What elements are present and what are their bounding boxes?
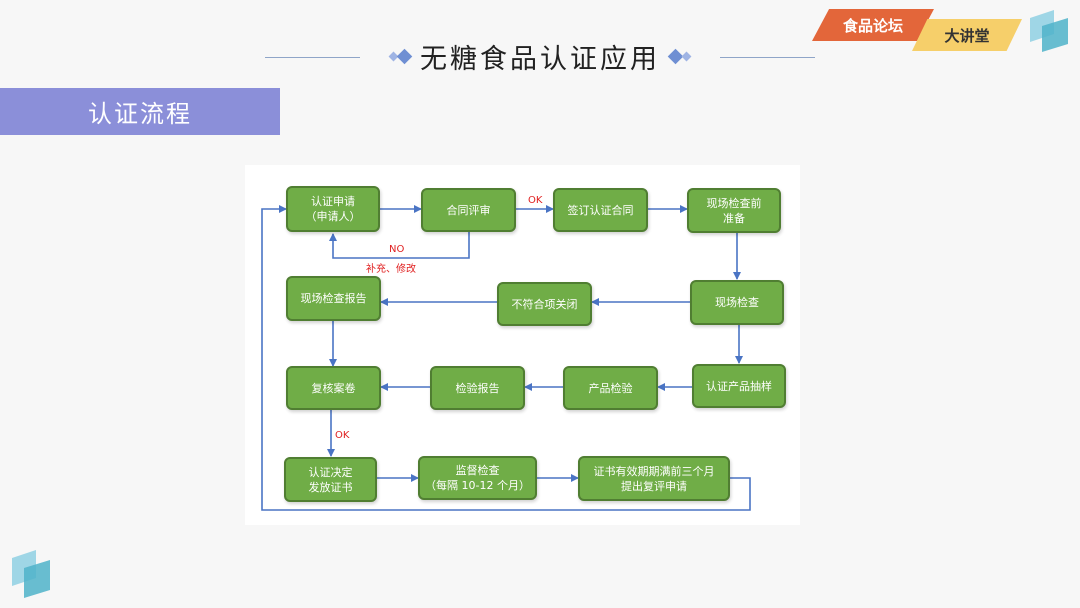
node-sampling: 认证产品抽样 [692,364,786,408]
forum-badge: 食品论坛 [812,9,934,41]
edge-renewal-loop [261,205,751,511]
node-test-report: 检验报告 [430,366,525,410]
page-title: 无糖食品认证应用 [380,36,700,76]
label-ok-sign: OK [528,195,543,206]
node-contract-review: 合同评审 [421,188,516,232]
label-no: NO [389,244,405,255]
header-rule-right [720,57,815,58]
node-onsite-report: 现场检查报告 [286,276,381,321]
edge-review-back [329,232,470,259]
node-onsite-check: 现场检查 [690,280,784,325]
node-product-test: 产品检验 [563,366,658,410]
lecture-badge: 大讲堂 [912,19,1022,51]
node-onsite-prep: 现场检查前准备 [687,188,781,233]
label-ok-decision: OK [335,430,350,441]
node-renewal: 证书有效期期满前三个月提出复评申请 [578,456,730,501]
node-apply: 认证申请（申请人） [286,186,380,232]
label-supplement: 补充、修改 [366,264,416,275]
header-rule-left [265,57,360,58]
brand-logo-top-right [1030,10,1068,52]
brand-logo-bottom-left [12,550,50,598]
node-supervision: 监督检查（每隔 10-12 个月） [418,456,537,500]
section-label: 认证流程 [0,88,280,135]
node-decision: 认证决定发放证书 [284,457,377,502]
page-title-text: 无糖食品认证应用 [420,43,660,75]
node-sign-contract: 签订认证合同 [553,188,648,232]
node-close-nonconform: 不符合项关闭 [497,282,592,326]
node-review-file: 复核案卷 [286,366,381,410]
